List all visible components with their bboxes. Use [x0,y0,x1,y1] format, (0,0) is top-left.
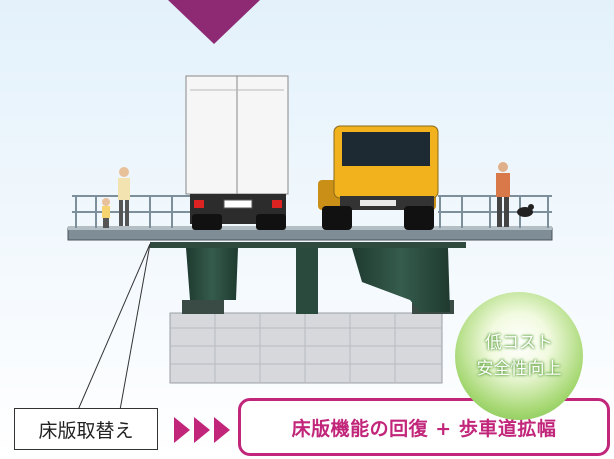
steel-girders [150,242,466,314]
pedestrian-right [496,162,510,227]
deck-replacement-text: 床版取替え [38,419,134,442]
deck-replacement-label: 床版取替え [14,408,158,450]
railing-left [72,195,196,228]
triple-chevron-icon [174,417,230,443]
badge-line-1: 低コスト [485,333,553,353]
pedestrian-adult-left [118,167,130,226]
benefit-badge: 低コスト 安全性向上 [455,292,583,420]
callout-line-1 [77,243,151,411]
bearing-left [182,300,224,314]
pedestrian-child-left [102,198,110,228]
badge-line-2: 安全性向上 [476,359,562,379]
concrete-pier [169,312,443,384]
bridge-deck [67,226,553,241]
top-arrow [168,0,260,44]
result-text: 床版機能の回復 + 歩車道拡幅 [291,417,557,440]
callout-line-2 [119,243,151,411]
box-truck [185,75,289,230]
yellow-truck [318,125,439,230]
dog [517,204,534,217]
